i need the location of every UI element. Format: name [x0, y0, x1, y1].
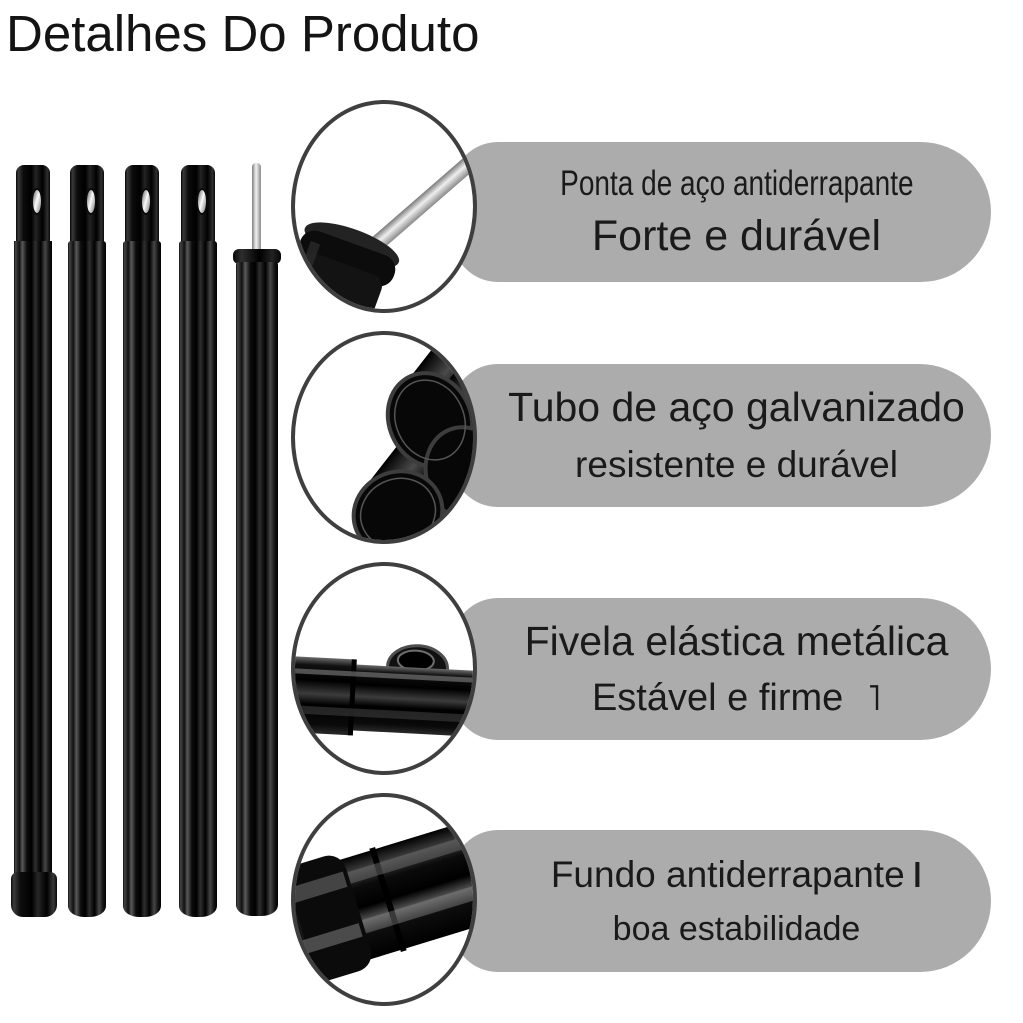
steel-tip-closeup-photo	[291, 100, 477, 313]
callout-line2: Estável e firme˥	[591, 676, 882, 719]
pole-tube	[68, 241, 106, 917]
callout-line2: boa estabilidade	[612, 909, 861, 948]
callout-line1: Fivela elástica metálica	[524, 617, 949, 664]
spring-button-icon	[140, 188, 152, 215]
bottom-cap-closeup-photo	[291, 793, 477, 1006]
callout-line2: resistente e durável	[575, 444, 898, 486]
pole-tube	[14, 241, 52, 875]
spring-button-icon	[85, 188, 97, 215]
stray-mark: ˥	[867, 676, 882, 718]
tube-open-ends-closeup-photo	[291, 331, 477, 544]
pole-tube	[123, 241, 161, 917]
steel-spike-tip	[252, 163, 261, 255]
elastic-buckle-closeup-photo	[291, 562, 477, 775]
callout-line1: Tubo de aço galvanizado	[508, 384, 965, 431]
spring-button-icon	[31, 188, 43, 215]
buckle-illustration	[295, 644, 473, 738]
pole-collar	[233, 249, 281, 264]
pole-foot-cap	[11, 872, 57, 917]
steel-tip-illustration	[295, 142, 473, 309]
pole-tube	[236, 262, 278, 916]
pole-tube	[179, 241, 217, 917]
page-title: Detalhes Do Produto	[6, 5, 480, 62]
callout-banner-tube: Tubo de aço galvanizado resistente e dur…	[452, 364, 991, 507]
callout-line2: Forte e durável	[591, 212, 882, 261]
bottom-cap-illustration	[295, 808, 473, 987]
callout-banner-buckle: Fivela elástica metálica Estável e firme…	[452, 598, 991, 740]
callout-line1: Ponta de aço antiderrapante	[559, 163, 914, 203]
tube-ends-illustration	[351, 335, 473, 540]
stray-mark: ǀ	[912, 857, 923, 896]
callout-banner-tip: Ponta de aço antiderrapante Forte e durá…	[452, 142, 991, 282]
spring-button-icon	[196, 188, 208, 215]
